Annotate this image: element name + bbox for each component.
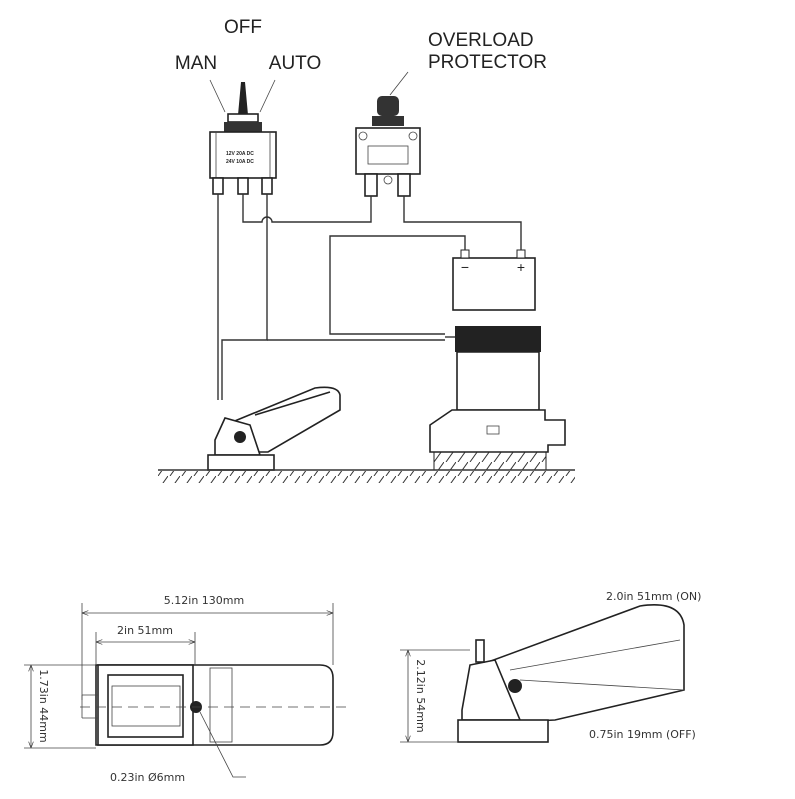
- float-top-view: [24, 603, 350, 778]
- switch-man-label: MAN: [175, 53, 217, 74]
- height-dimension: 2.12in 54mm: [414, 659, 427, 732]
- toggle-switch: 12V 20A DC 24V 10A DC: [209, 82, 277, 195]
- hole-leader-line: [199, 711, 246, 778]
- base-length-dimension: 2in 51mm: [117, 624, 173, 637]
- total-length-dimension: 5.12in 130mm: [164, 594, 244, 607]
- bilge-pump: [429, 326, 566, 471]
- float-side-view: [400, 604, 685, 743]
- ground: [158, 469, 575, 483]
- overload-protector: [355, 96, 421, 197]
- on-height-dimension: 2.0in 51mm (ON): [606, 590, 701, 603]
- man-leader-line: [209, 79, 226, 113]
- protector-leader-line: [389, 71, 409, 96]
- battery-positive-label: +: [517, 259, 525, 275]
- switch-auto-label: AUTO: [269, 53, 321, 74]
- protector-label-line1: OVERLOAD: [428, 30, 534, 51]
- off-height-dimension: 0.75in 19mm (OFF): [589, 728, 696, 741]
- switch-off-label: OFF: [224, 17, 262, 38]
- battery-negative-label: −: [461, 259, 469, 275]
- switch-rating-line1: 12V 20A DC: [226, 151, 254, 157]
- protector-label-line2: PROTECTOR: [428, 52, 547, 73]
- float-switch: [207, 386, 341, 471]
- switch-lever: [238, 82, 248, 115]
- hole-dimension: 0.23in Ø6mm: [110, 771, 185, 784]
- auto-leader-line: [259, 79, 276, 113]
- switch-rating-line2: 24V 10A DC: [226, 159, 254, 165]
- width-dimension: 1.73in 44mm: [37, 669, 50, 742]
- wires: [217, 194, 522, 400]
- battery: − +: [452, 249, 536, 311]
